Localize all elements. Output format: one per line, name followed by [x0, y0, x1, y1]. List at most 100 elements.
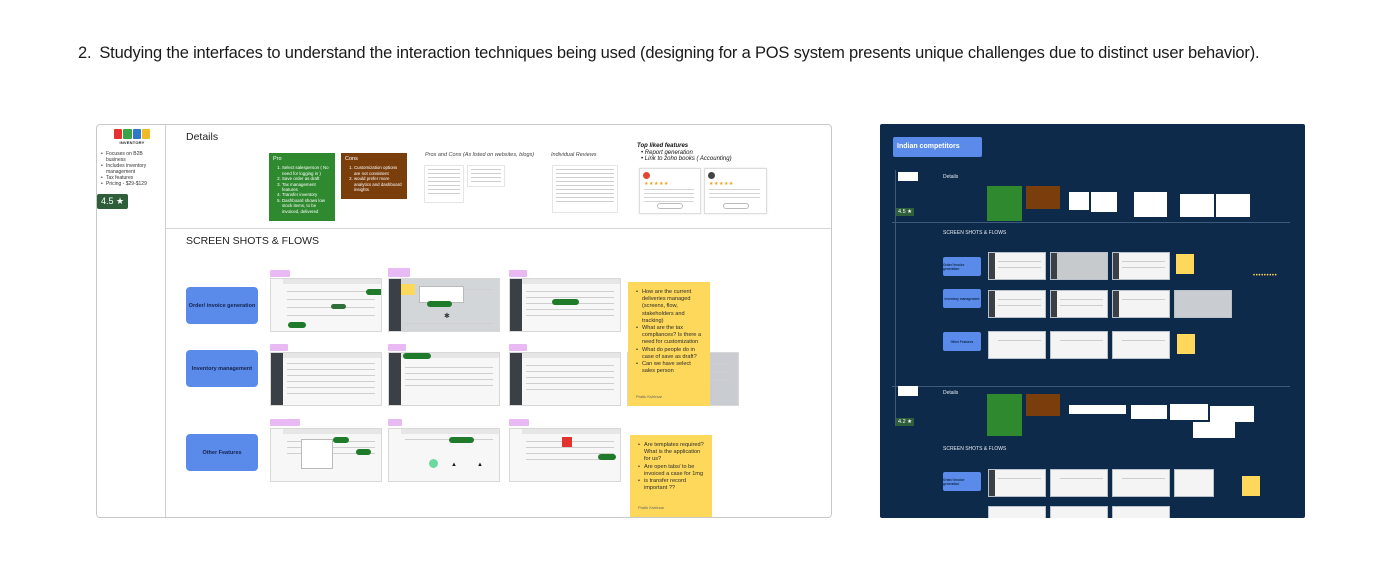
screenshot-thumbnail[interactable]: [1112, 506, 1170, 518]
review-card[interactable]: ★★★★★: [639, 168, 701, 214]
note-author: Pratik Kshirsar: [636, 393, 663, 399]
details-title: Details: [943, 174, 959, 180]
zoho-inventory-board[interactable]: INVENTORY Focuses on B2B business Includ…: [96, 124, 832, 518]
top-liked-features: Top liked features • Report generation •…: [637, 143, 732, 162]
note-item: What do people do in case of save as dra…: [636, 347, 704, 361]
cons-item: would prefer more analytics and dashboar…: [354, 176, 403, 192]
competitor-logo: [898, 172, 918, 181]
screens-title: SCREEN SHOTS & FLOWS: [943, 230, 1007, 236]
cons-sticky[interactable]: [1026, 186, 1060, 209]
logo-subtitle: INVENTORY: [119, 140, 145, 145]
screenshot-thumbnail[interactable]: ▲ ▲: [388, 428, 500, 482]
review-card[interactable]: [1170, 404, 1208, 420]
question-note[interactable]: How are the current deliveries managed (…: [628, 282, 710, 406]
pros-item: Save order as draft: [282, 176, 331, 181]
bug-icon: ✱: [444, 313, 450, 320]
screenshot-thumbnail[interactable]: [1112, 252, 1170, 280]
section-heading: 2.Studying the interfaces to understand …: [78, 44, 1260, 63]
flow-order-invoice[interactable]: Order/ invoice generation: [186, 287, 258, 324]
screen-tag: [270, 419, 300, 426]
screenshot-thumbnail[interactable]: [1174, 469, 1214, 497]
screenshot-thumbnail[interactable]: [270, 352, 382, 406]
pros-cons-doc[interactable]: [467, 165, 505, 187]
review-card[interactable]: [1210, 406, 1254, 422]
question-note[interactable]: [1176, 254, 1194, 274]
individual-reviews-label: Individual Reviews: [551, 152, 597, 158]
pros-item: Dashboard shows low stock items, to be i…: [282, 198, 331, 214]
review-doc[interactable]: [552, 165, 618, 213]
flow-order-invoice[interactable]: Order/ Invoice generation: [943, 257, 981, 276]
pros-item: Select salesperson ( No need for logging…: [282, 165, 331, 176]
screenshot-thumbnail[interactable]: [1112, 469, 1170, 497]
screen-tag: [388, 268, 410, 277]
sidebar-bullets: Focuses on B2B business Includes invento…: [101, 151, 163, 187]
pros-item: Transfer inventory: [282, 192, 331, 197]
screenshot-thumbnail[interactable]: [270, 278, 382, 332]
zoho-logo: INVENTORY: [114, 129, 150, 147]
screenshot-thumbnail[interactable]: [509, 278, 621, 332]
competitor-block: [895, 170, 1239, 426]
flow-order-invoice[interactable]: Order/ Invoice generation: [943, 472, 981, 491]
screenshot-thumbnail[interactable]: [509, 428, 621, 482]
question-note[interactable]: [1242, 476, 1260, 496]
review-card[interactable]: [1180, 194, 1214, 217]
screenshot-thumbnail[interactable]: [1050, 506, 1108, 518]
pros-cons-doc[interactable]: [1069, 192, 1089, 210]
flow-other-features[interactable]: Other Features: [186, 434, 258, 471]
screen-tag: [509, 344, 527, 351]
screenshot-thumbnail[interactable]: [1050, 469, 1108, 497]
star-rating-icon: ★★★★★: [644, 181, 669, 187]
rating-badge: 4.5 ★: [896, 208, 915, 216]
screenshot-thumbnail[interactable]: [1112, 331, 1170, 359]
sidebar-bullet: Pricing - $29-$129: [101, 181, 163, 187]
screens-title: SCREEN SHOTS & FLOWS: [943, 446, 1007, 452]
pros-cons-doc[interactable]: [424, 165, 464, 203]
pros-cons-doc[interactable]: [1091, 192, 1117, 212]
screenshot-thumbnail[interactable]: [1112, 290, 1170, 318]
pros-sticky[interactable]: [987, 186, 1022, 221]
screenshot-thumbnail[interactable]: [1050, 252, 1108, 280]
pros-item: Tax management features: [282, 182, 331, 193]
indian-competitors-board[interactable]: Indian competitors 4.5 ★ Details SCREEN …: [880, 124, 1305, 518]
pros-cons-doc[interactable]: [1069, 405, 1126, 414]
screen-tag: [509, 419, 529, 426]
screenshot-thumbnail[interactable]: [1050, 290, 1108, 318]
review-card[interactable]: ★★★★★: [704, 168, 767, 214]
flow-inventory-management[interactable]: Inventory management: [943, 289, 981, 308]
note-item: Are open tabs/ to be invoiced a case for…: [638, 464, 706, 478]
review-card[interactable]: [1193, 422, 1235, 438]
pros-sticky[interactable]: Pro Select salesperson ( No need for log…: [269, 153, 335, 221]
screenshot-thumbnail[interactable]: [509, 352, 621, 406]
screenshot-thumbnail[interactable]: ✱: [388, 278, 500, 332]
review-card[interactable]: [1216, 194, 1250, 217]
screenshot-thumbnail[interactable]: [388, 352, 500, 406]
screenshot-thumbnail[interactable]: [988, 290, 1046, 318]
chart-icon: ▲: [451, 462, 457, 468]
screenshot-thumbnail[interactable]: [988, 252, 1046, 280]
screens-title: SCREEN SHOTS & FLOWS: [186, 235, 320, 247]
review-doc[interactable]: [1131, 405, 1167, 419]
flow-other-features[interactable]: Other Features: [943, 332, 981, 351]
screenshot-thumbnail[interactable]: [988, 506, 1046, 518]
note-item: Can we have select sales person: [636, 361, 704, 375]
screenshot-thumbnail[interactable]: [1174, 290, 1232, 318]
pros-sticky[interactable]: [987, 394, 1022, 436]
details-title: Details: [943, 390, 959, 396]
question-note[interactable]: Are templates required? What is the appl…: [630, 435, 712, 517]
screenshot-thumbnail[interactable]: [270, 428, 382, 482]
cons-sticky[interactable]: Cons Customization options are not consi…: [341, 153, 407, 199]
screenshot-thumbnail[interactable]: [988, 469, 1046, 497]
rating-badge: 4.2 ★: [896, 418, 915, 426]
screenshot-thumbnail[interactable]: [988, 331, 1046, 359]
heading-text: Studying the interfaces to understand th…: [99, 44, 1260, 62]
board-title: Indian competitors: [893, 137, 982, 157]
pros-cons-label: Pros and Cons (As listed on websites, bl…: [425, 152, 535, 158]
competitor-logo: [898, 386, 918, 396]
chart-icon: ▲: [477, 462, 483, 468]
screenshot-thumbnail[interactable]: [1050, 331, 1108, 359]
review-doc[interactable]: [1134, 192, 1167, 217]
flow-inventory-management[interactable]: Inventory management: [186, 350, 258, 387]
question-note[interactable]: [1177, 334, 1195, 354]
cons-sticky[interactable]: [1026, 394, 1060, 416]
note-item: How are the current deliveries managed (…: [636, 289, 704, 325]
